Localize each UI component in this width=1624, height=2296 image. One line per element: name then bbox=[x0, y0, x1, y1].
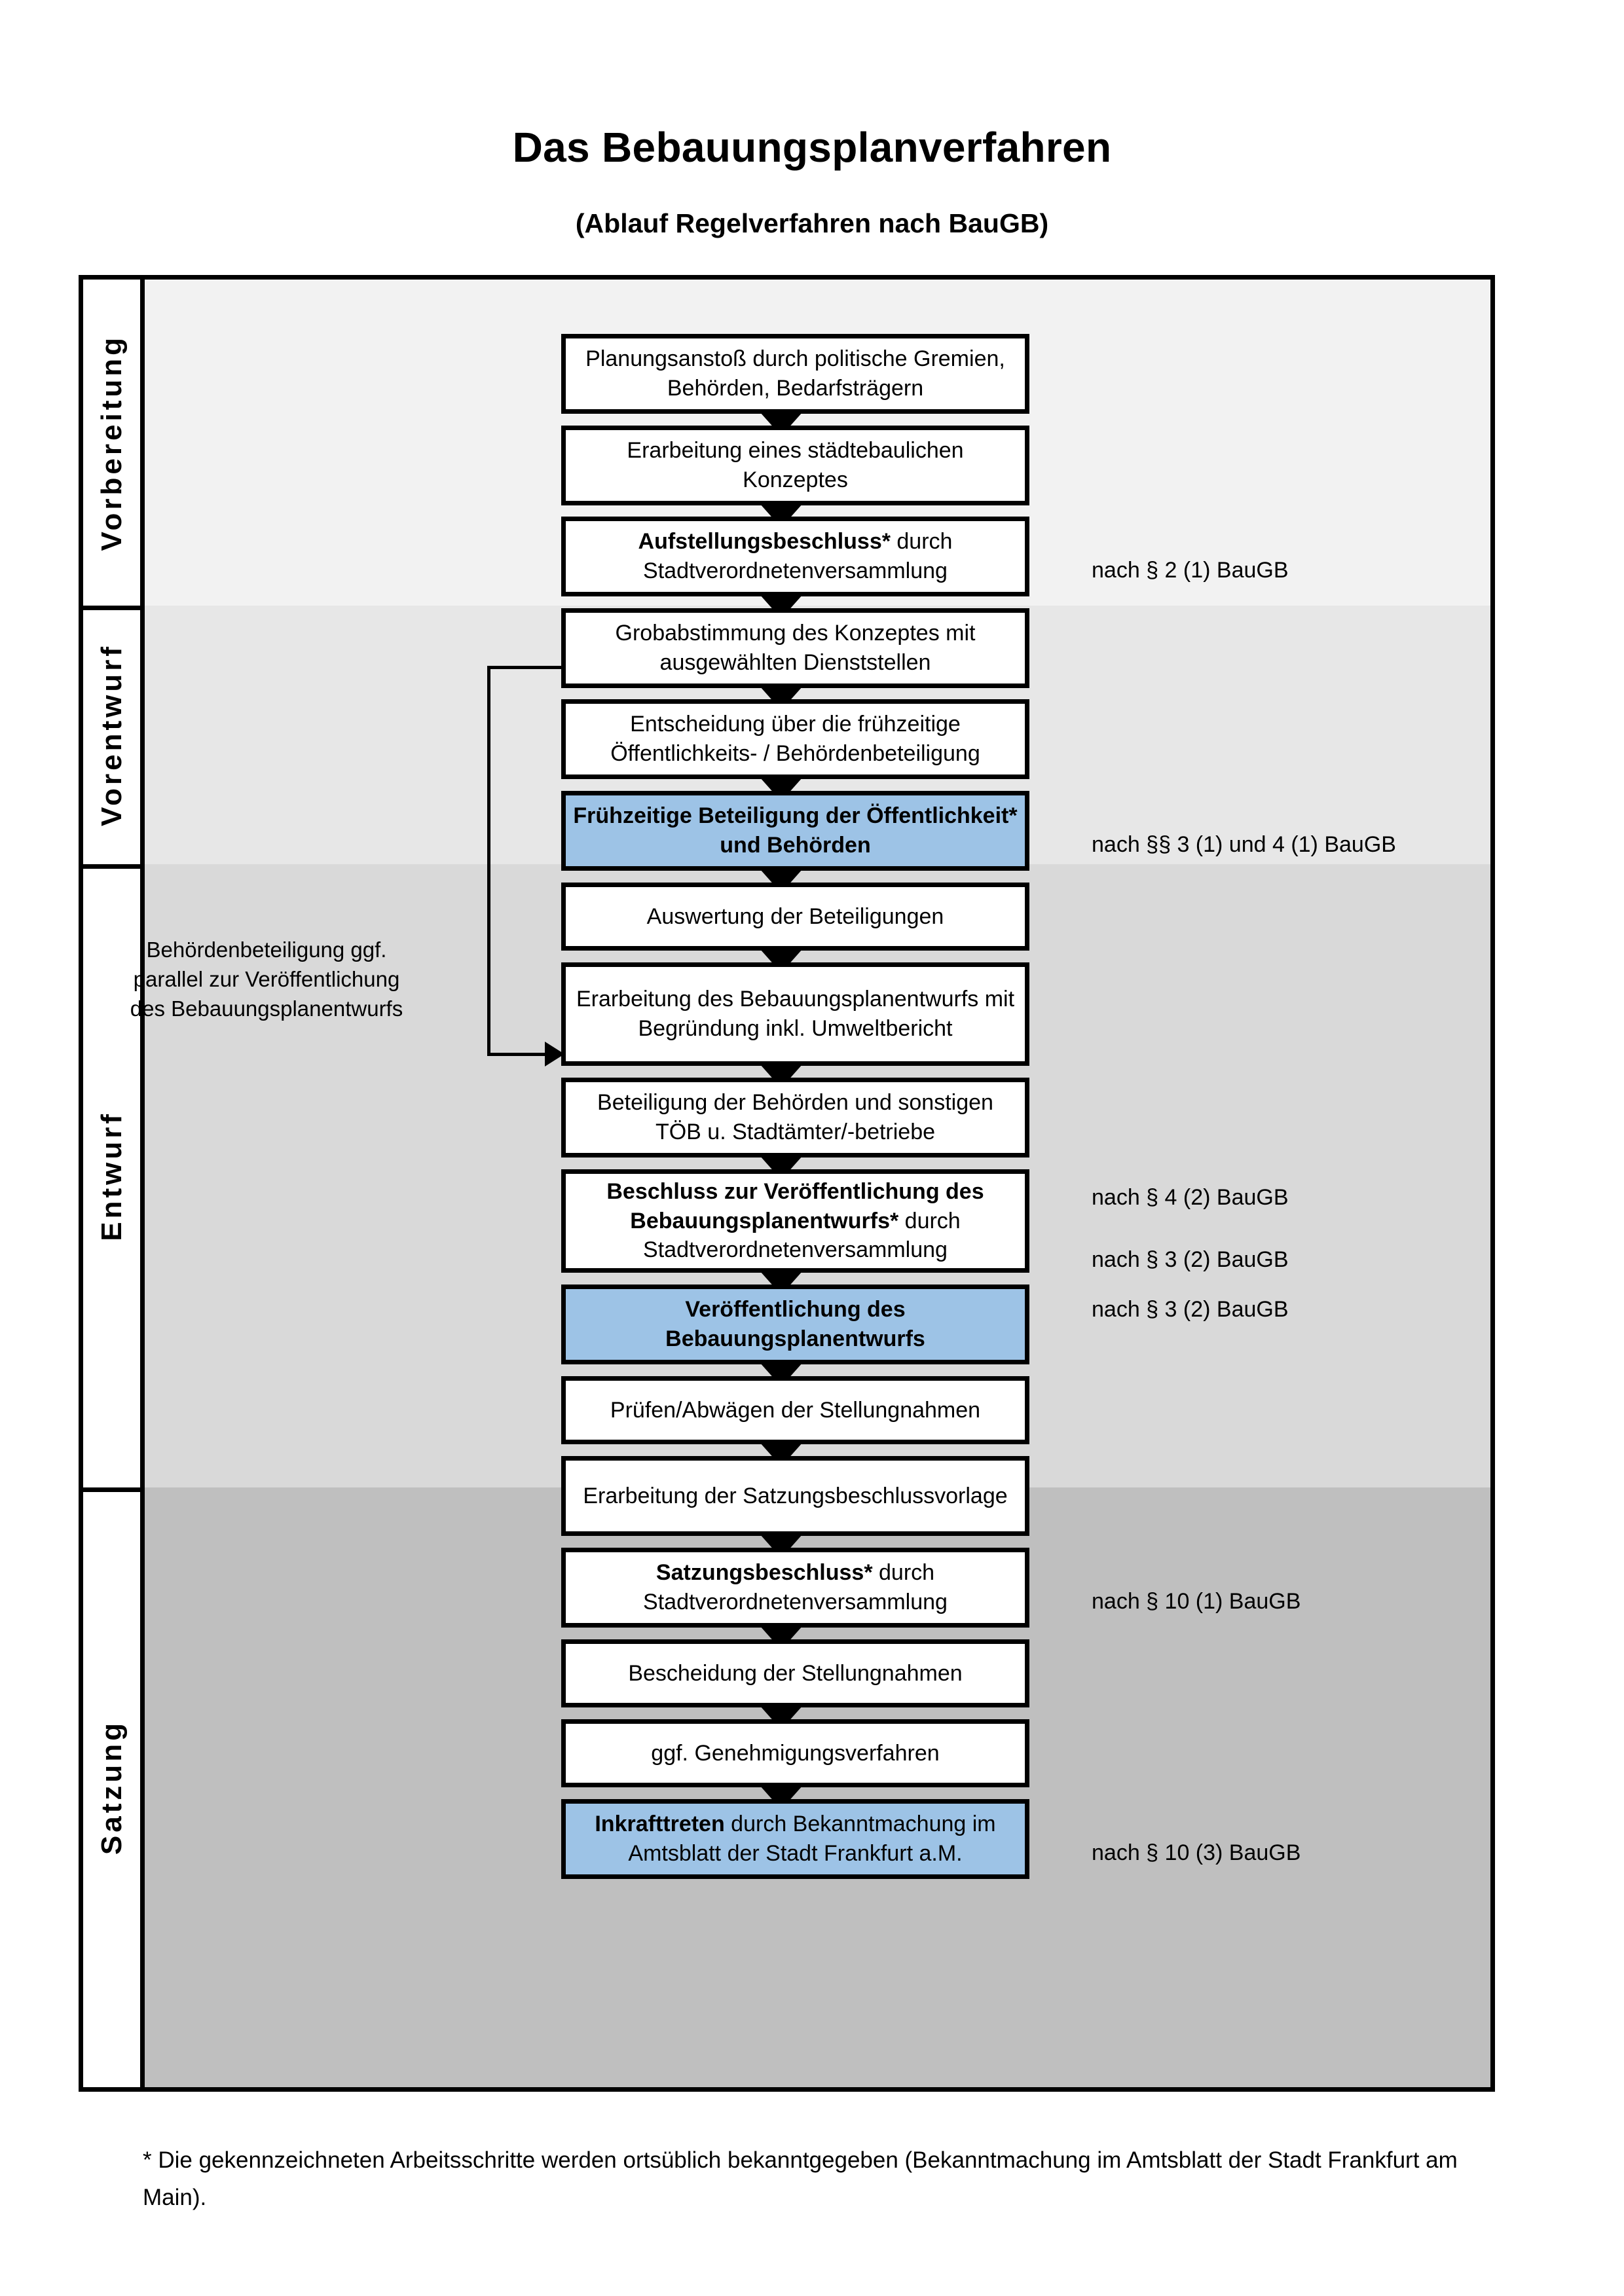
footnote-text: * Die gekennzeichneten Arbeitsschritte w… bbox=[143, 2147, 1458, 2210]
flow-step-bold-text: Aufstellungsbeschluss* bbox=[638, 529, 891, 555]
flow-step-bold-text: Frühzeitige Beteiligung der Öffentlichke… bbox=[573, 803, 1018, 858]
flow-step-rest-text: durch Stadtverordnetenversammlung bbox=[643, 1208, 961, 1263]
connector-vertical-segment bbox=[487, 666, 490, 1056]
flow-step-rest-text: durch Stadtverordnetenversammlung bbox=[643, 529, 953, 583]
swimlane-divider bbox=[83, 1487, 145, 1492]
flow-step-bold-text: Satzungsbeschluss* bbox=[655, 1560, 873, 1586]
flow-step-text: Beschluss zur Veröffentlichung des Bebau… bbox=[572, 1177, 1018, 1266]
flowchart-frame: Vorbereitung Vorentwurf Entwurf Satzung … bbox=[79, 275, 1495, 2092]
flow-step-planungsanstoss[interactable]: Planungsanstoß durch politische Gremien,… bbox=[561, 334, 1029, 414]
legal-reference-veroeffentlichung-entwurf: nach § 3 (2) BauGB bbox=[1092, 1297, 1289, 1322]
swimlane-divider bbox=[83, 864, 145, 869]
flow-step-entscheidung-fruehzeitige-beteiligung[interactable]: Entscheidung über die frühzeitige Öffent… bbox=[561, 699, 1029, 779]
flow-step-beteiligung-behoerden-toeb[interactable]: Beteiligung der Behörden und sonstigen T… bbox=[561, 1078, 1029, 1157]
flow-step-erarbeitung-satzungsbeschlussvorlage[interactable]: Erarbeitung der Satzungsbeschlussvorlage bbox=[561, 1456, 1029, 1536]
flow-step-text: Auswertung der Beteiligungen bbox=[646, 903, 944, 929]
flow-step-erarbeitung-bebauungsplanentwurf[interactable]: Erarbeitung des Bebauungsplanentwurfs mi… bbox=[561, 962, 1029, 1066]
swimlane-label-satzung: Satzung bbox=[83, 1487, 145, 2087]
flow-step-text: Aufstellungsbeschluss* durch Stadtverord… bbox=[572, 527, 1018, 586]
swimlane-label-text: Vorentwurf bbox=[95, 644, 128, 826]
connector-arrowhead bbox=[545, 1042, 564, 1066]
swimlane-label-text: Entwurf bbox=[95, 1110, 128, 1241]
sidenote-behoerdenbeteiligung: Behördenbeteiligung ggf. parallel zur Ve… bbox=[130, 938, 403, 1021]
flow-step-satzungsbeschluss[interactable]: Satzungsbeschluss* durch Stadtverordnete… bbox=[561, 1548, 1029, 1628]
swimlane-label-vorentwurf: Vorentwurf bbox=[83, 606, 145, 864]
flow-step-text: Grobabstimmung des Konzeptes mit ausgewä… bbox=[615, 621, 976, 675]
legal-reference-beteiligung-behoerden: nach § 4 (2) BauGB bbox=[1092, 1185, 1289, 1210]
connector-top-segment bbox=[487, 666, 564, 669]
flow-step-inkrafttreten[interactable]: Inkrafttreten durch Bekanntmachung im Am… bbox=[561, 1799, 1029, 1879]
flow-step-text: Beteiligung der Behörden und sonstigen T… bbox=[597, 1090, 993, 1144]
legal-reference-satzungsbeschluss: nach § 10 (1) BauGB bbox=[1092, 1589, 1301, 1614]
flow-step-grobabstimmung[interactable]: Grobabstimmung des Konzeptes mit ausgewä… bbox=[561, 608, 1029, 688]
flow-step-bold-text: Inkrafttreten bbox=[595, 1812, 725, 1837]
flow-step-veroeffentlichung-entwurf[interactable]: Veröffentlichung des Bebauungsplanentwur… bbox=[561, 1285, 1029, 1364]
legal-reference-inkrafttreten: nach § 10 (3) BauGB bbox=[1092, 1840, 1301, 1865]
flow-step-pruefen-abwaegen[interactable]: Prüfen/Abwägen der Stellungnahmen bbox=[561, 1376, 1029, 1444]
swimlane-label-vorbereitung: Vorbereitung bbox=[83, 280, 145, 606]
page-subtitle: (Ablauf Regelverfahren nach BauGB) bbox=[575, 208, 1049, 238]
flow-step-text: Satzungsbeschluss* durch Stadtverordnete… bbox=[572, 1558, 1018, 1617]
flow-step-rest-text: durch Bekanntmachung im Amtsblatt der St… bbox=[628, 1812, 996, 1866]
flow-step-text: Inkrafttreten durch Bekanntmachung im Am… bbox=[572, 1810, 1018, 1868]
swimlane-label-text: Satzung bbox=[95, 1719, 128, 1855]
flow-step-beschluss-veroeffentlichung[interactable]: Beschluss zur Veröffentlichung des Bebau… bbox=[561, 1169, 1029, 1273]
flow-step-aufstellungsbeschluss[interactable]: Aufstellungsbeschluss* durch Stadtverord… bbox=[561, 517, 1029, 596]
flow-step-text: Bescheidung der Stellungnahmen bbox=[628, 1660, 963, 1686]
legal-reference-fruehzeitige-beteiligung: nach §§ 3 (1) und 4 (1) BauGB bbox=[1092, 832, 1396, 857]
connector-bottom-segment bbox=[487, 1053, 547, 1056]
legal-reference-beschluss-veroeffentlichung: nach § 3 (2) BauGB bbox=[1092, 1247, 1289, 1272]
page-title: Das Bebauungsplanverfahren bbox=[512, 124, 1112, 171]
flow-step-text: Prüfen/Abwägen der Stellungnahmen bbox=[610, 1397, 981, 1423]
swimlane-label-text: Vorbereitung bbox=[95, 334, 128, 551]
flow-step-text: Erarbeitung eines städtebaulichen Konzep… bbox=[627, 438, 964, 492]
flow-step-bold-text: Veröffentlichung des Bebauungsplanentwur… bbox=[665, 1297, 925, 1351]
flow-step-fruehzeitige-beteiligung[interactable]: Frühzeitige Beteiligung der Öffentlichke… bbox=[561, 791, 1029, 871]
flow-step-bold-text: Beschluss zur Veröffentlichung des Bebau… bbox=[606, 1178, 984, 1233]
flow-step-auswertung-beteiligungen[interactable]: Auswertung der Beteiligungen bbox=[561, 883, 1029, 951]
swimlane-label-entwurf: Entwurf bbox=[83, 864, 145, 1487]
flow-step-text: Erarbeitung des Bebauungsplanentwurfs mi… bbox=[576, 987, 1015, 1041]
flow-step-rest-text: durch Stadtverordnetenversammlung bbox=[643, 1560, 948, 1614]
swimlane-divider bbox=[83, 606, 145, 610]
flow-step-text: Planungsanstoß durch politische Gremien,… bbox=[585, 346, 1005, 401]
flow-step-text: ggf. Genehmigungsverfahren bbox=[651, 1740, 940, 1766]
flow-step-text: Erarbeitung der Satzungsbeschlussvorlage bbox=[583, 1483, 1008, 1508]
flow-step-text: Entscheidung über die frühzeitige Öffent… bbox=[610, 712, 980, 766]
flow-step-bescheidung-stellungnahmen[interactable]: Bescheidung der Stellungnahmen bbox=[561, 1639, 1029, 1707]
legal-reference-aufstellungsbeschluss: nach § 2 (1) BauGB bbox=[1092, 558, 1289, 583]
flow-step-staedtebauliches-konzept[interactable]: Erarbeitung eines städtebaulichen Konzep… bbox=[561, 426, 1029, 505]
flow-step-genehmigungsverfahren[interactable]: ggf. Genehmigungsverfahren bbox=[561, 1719, 1029, 1787]
